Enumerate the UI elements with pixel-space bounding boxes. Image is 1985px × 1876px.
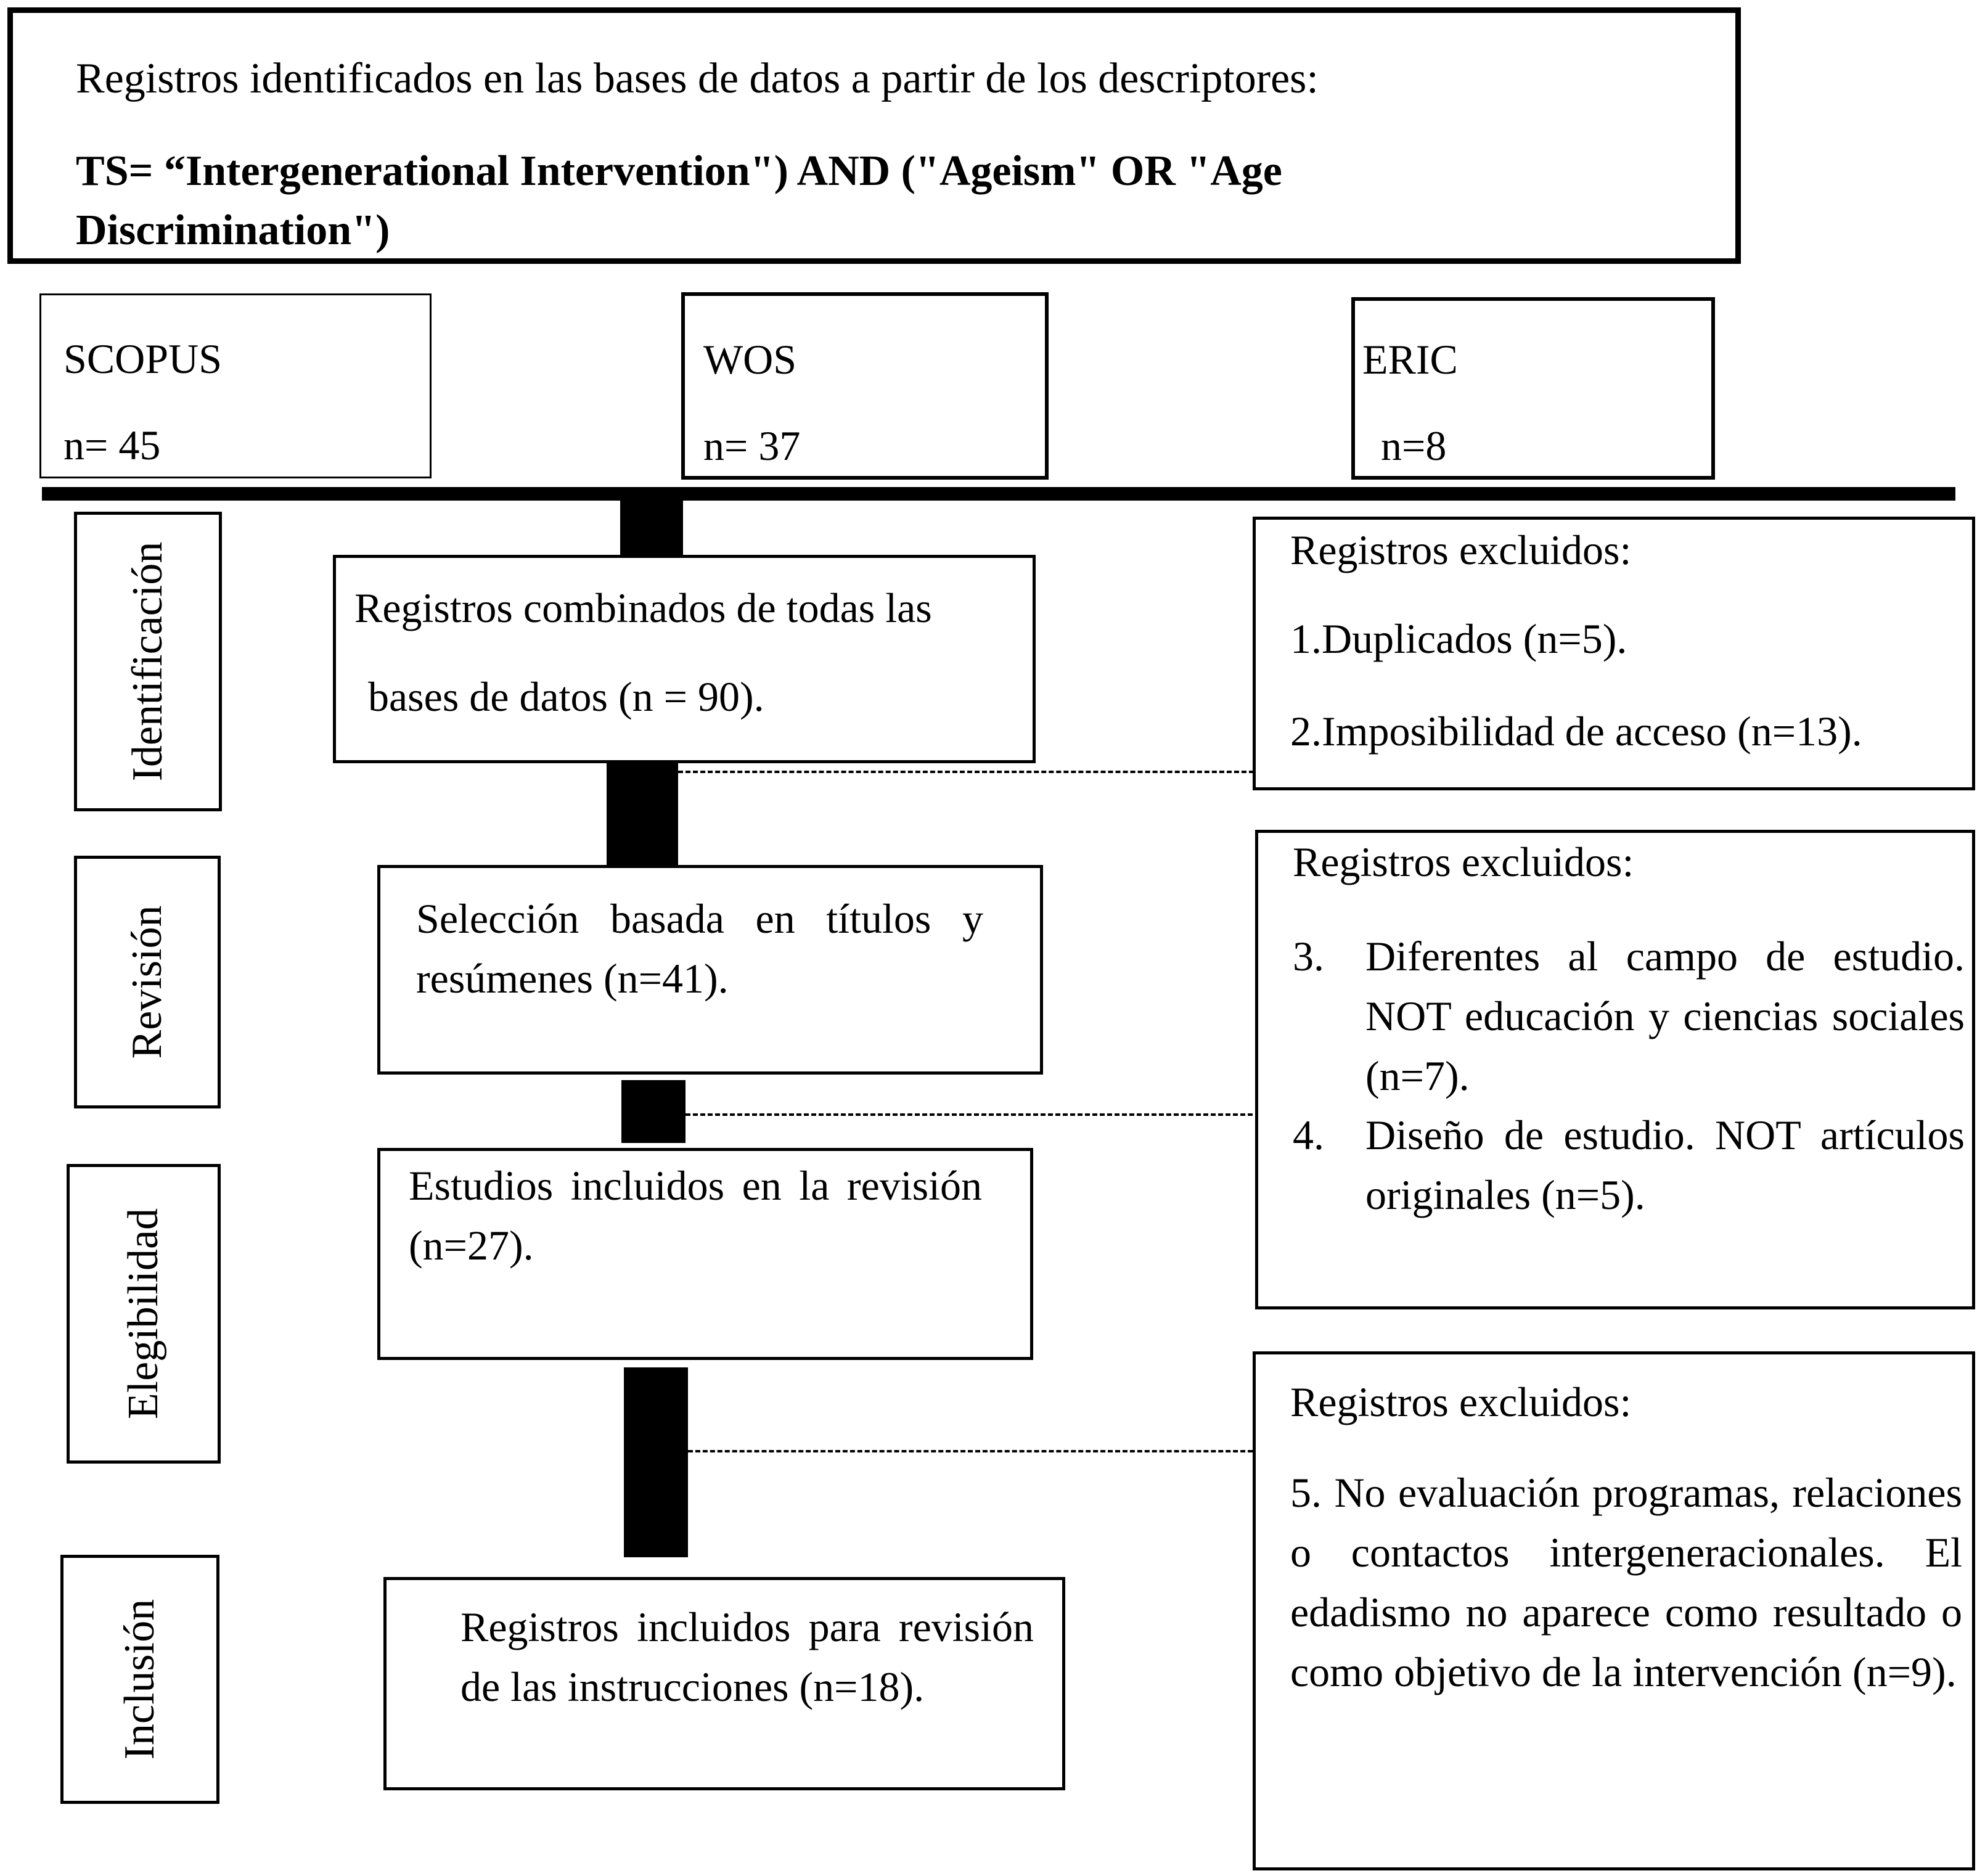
exclusion-item-text: Diseño de estudio. NOT artículos origina… (1365, 1112, 1965, 1218)
exclusion-box-2: Registros excluidos: 3. Diferentes al ca… (1255, 830, 1975, 1309)
stage-label: Elegibilidad (120, 1208, 167, 1420)
flow-connector (620, 499, 683, 556)
database-box-wos: WOS n= 37 (681, 292, 1049, 480)
exclusion-box-1: Registros excluidos: 1.Duplicados (n=5).… (1253, 517, 1975, 790)
exclusion-item-number: 4. (1293, 1112, 1324, 1158)
combined-records-line1: Registros combinados de todas las (354, 584, 932, 631)
exclusion-item-5: 5. No evaluación programas, relaciones o… (1290, 1469, 1962, 1695)
exclusion-title: Registros excluidos: (1290, 526, 1632, 573)
selection-box: Selección basada en títulos y resúmenes … (377, 865, 1043, 1075)
exclusion-title: Registros excluidos: (1293, 838, 1634, 885)
flow-connector (624, 1367, 688, 1557)
database-name: WOS (703, 336, 797, 383)
database-count: n= 37 (703, 422, 801, 469)
final-records-box: Registros incluidos para revisión de las… (383, 1577, 1065, 1790)
exclusion-item-text: Diferentes al campo de estudio. NOT educ… (1365, 933, 1965, 1099)
exclusion-item-number: 3. (1293, 933, 1324, 980)
stage-label: Inclusión (116, 1599, 163, 1760)
exclusion-connector (688, 1450, 1260, 1452)
exclusion-title: Registros excluidos: (1290, 1378, 1632, 1425)
merge-line (42, 487, 1955, 501)
database-name: SCOPUS (63, 335, 223, 382)
database-count: n=8 (1381, 422, 1447, 469)
stage-elegibilidad: Elegibilidad (67, 1164, 221, 1464)
search-query-line1: TS= “Intergenerational Intervention") AN… (76, 147, 1282, 195)
exclusion-item: 2.Imposibilidad de acceso (n=13). (1290, 708, 1862, 755)
flow-connector (607, 762, 678, 867)
stage-label: Identificación (124, 541, 171, 782)
final-records-text: Registros incluidos para revisión de las… (460, 1604, 1034, 1710)
exclusion-item-3: 3. Diferentes al campo de estudio. NOT e… (1293, 927, 1965, 1106)
exclusion-connector (678, 771, 1254, 773)
database-box-eric: ERIC n=8 (1351, 297, 1715, 480)
database-count: n= 45 (63, 422, 161, 469)
stage-revision: Revisión (74, 856, 221, 1108)
exclusion-item: 1.Duplicados (n=5). (1290, 615, 1627, 662)
database-name: ERIC (1362, 336, 1458, 383)
selection-text: Selección basada en títulos y resúmenes … (416, 895, 983, 1002)
exclusion-item-4: 4. Diseño de estudio. NOT artículos orig… (1293, 1105, 1965, 1225)
search-query-intro: Registros identificados en las bases de … (76, 55, 1319, 102)
included-review-box: Estudios incluidos en la revisión (n=27)… (377, 1148, 1033, 1360)
stage-label: Revisión (123, 905, 171, 1059)
exclusion-connector (686, 1113, 1260, 1116)
search-query-box: Registros identificados en las bases de … (7, 7, 1741, 264)
stage-identificacion: Identificación (74, 512, 222, 811)
database-box-scopus: SCOPUS n= 45 (39, 293, 432, 478)
flow-connector (621, 1080, 686, 1143)
included-review-text: Estudios incluidos en la revisión (n=27)… (409, 1162, 982, 1269)
combined-records-line2: bases de datos (n = 90). (368, 673, 764, 720)
search-query-line2: Discrimination") (76, 207, 390, 254)
exclusion-box-3: Registros excluidos: 5. No evaluación pr… (1253, 1351, 1975, 1870)
combined-records-box: Registros combinados de todas las bases … (333, 555, 1036, 763)
stage-inclusion: Inclusión (60, 1555, 219, 1804)
